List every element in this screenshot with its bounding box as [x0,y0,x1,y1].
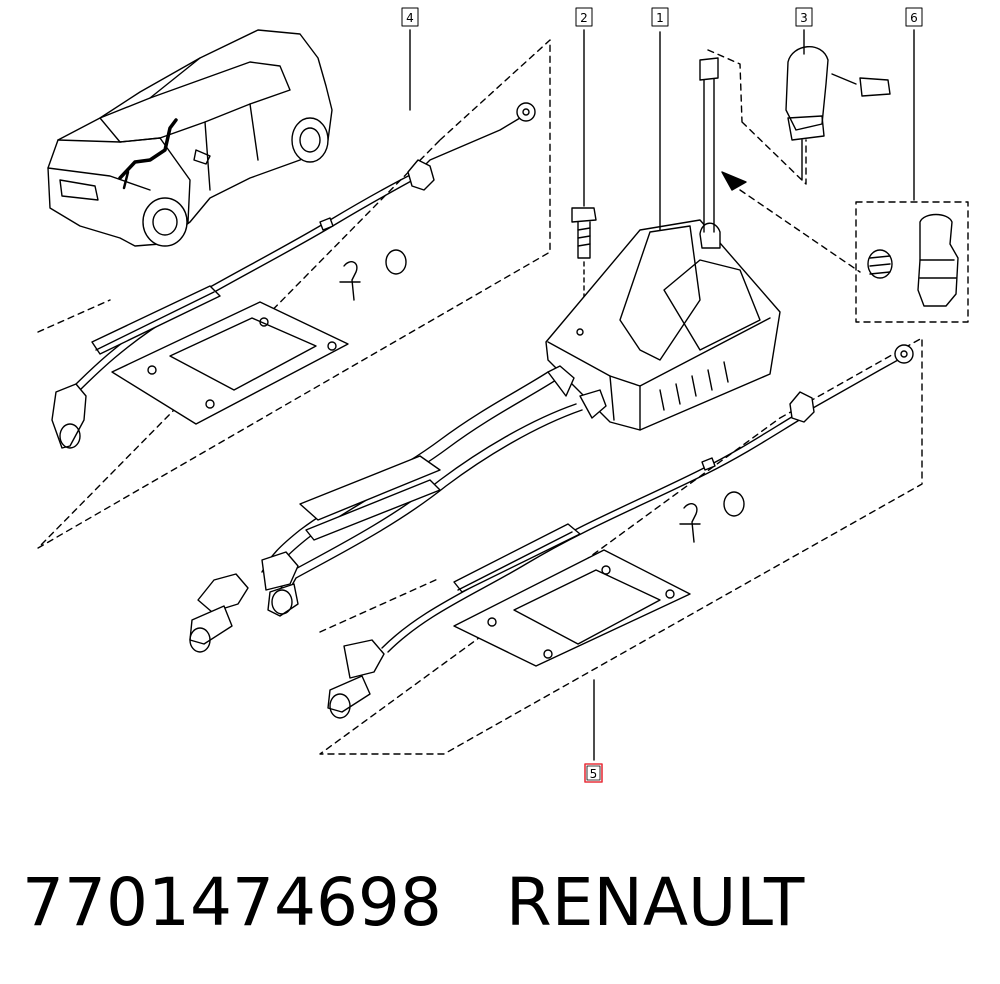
callout-6-label: 6 [910,11,918,25]
car-illustration [47,29,333,247]
callout-3-label: 3 [800,11,808,25]
gear-knob-3 [785,29,891,181]
group-6-outline [855,201,969,323]
callout-3: 3 [795,7,813,27]
gear-lever-housing-1 [545,31,781,431]
part-number: 7701474698 [22,864,442,941]
callout-2: 2 [575,7,593,27]
cable-assembly-4 [51,102,536,449]
callout-5-label: 5 [590,767,598,781]
brand-name: RENAULT [505,864,805,941]
callout-4: 4 [401,7,419,27]
callout-6: 6 [905,7,923,27]
callout-1-label: 1 [656,11,664,25]
cable-assembly-5 [327,344,914,719]
direction-arrow [721,171,747,191]
product-footer: 7701474698 RENAULT [22,858,982,948]
callout-1: 1 [651,7,669,27]
callout-2-label: 2 [580,11,588,25]
group-4-outline [37,39,551,549]
callout-4-label: 4 [406,11,414,25]
boot-parts-6 [867,29,959,307]
bolt-2 [571,29,597,331]
knob-guide-outline [707,49,861,273]
callout-5[interactable]: 5 [584,763,603,783]
main-cable-assembly [189,365,607,653]
